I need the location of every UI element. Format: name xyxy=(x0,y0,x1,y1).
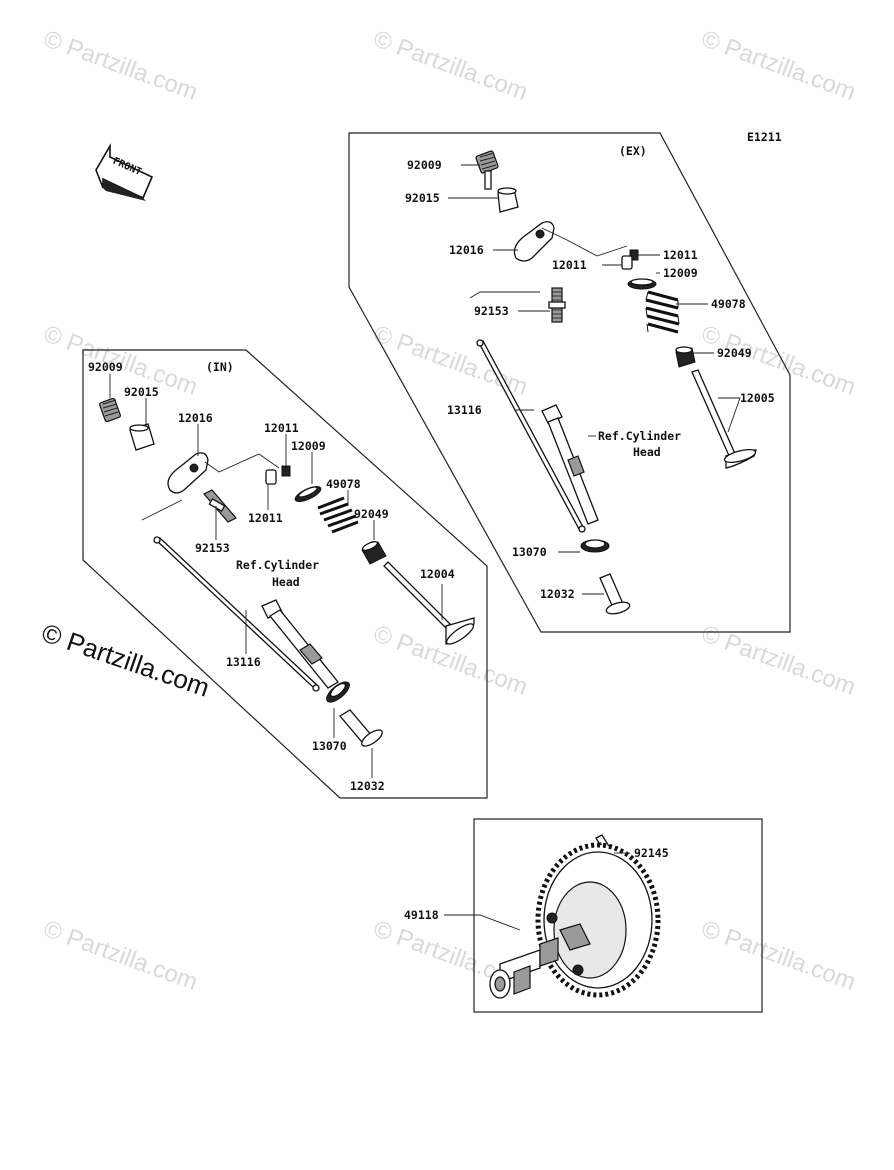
diagram-code: E1211 xyxy=(747,130,782,144)
spring-retainer-icon xyxy=(294,486,322,502)
part-number-label[interactable]: 92009 xyxy=(88,360,123,374)
cylinder-head-bolt-icon xyxy=(261,599,339,689)
cylinder-head-bolt-icon xyxy=(541,404,599,525)
part-number-label[interactable]: 49078 xyxy=(326,477,361,491)
valve-collet-icon xyxy=(621,249,639,270)
push-rod-icon xyxy=(476,339,586,533)
watermark: © Partzilla.com xyxy=(698,320,859,401)
part-number-label[interactable]: 92015 xyxy=(405,191,440,205)
exhaust-valve-icon xyxy=(691,369,757,469)
camshaft-gear-icon xyxy=(489,842,661,999)
part-number-label[interactable]: 92009 xyxy=(407,158,442,172)
part-number-label[interactable]: 92049 xyxy=(354,507,389,521)
intake-valve-icon xyxy=(383,561,475,645)
part-number-label[interactable]: 13070 xyxy=(512,545,547,559)
valve-stem-seal-icon xyxy=(675,346,696,368)
exhaust-frame xyxy=(348,132,791,633)
valve-spring-icon xyxy=(645,290,680,334)
part-number-label[interactable]: 13070 xyxy=(312,739,347,753)
part-number-label[interactable]: 12016 xyxy=(178,411,213,425)
part-number-label[interactable]: 12011 xyxy=(663,248,698,262)
intake-assembly: (IN) xyxy=(82,349,488,799)
watermark: © Partzilla.com xyxy=(698,915,859,996)
watermark: © Partzilla.com xyxy=(40,25,201,106)
part-number-label[interactable]: 12032 xyxy=(540,587,575,601)
part-number-label[interactable]: 92015 xyxy=(124,385,159,399)
tappet-cap-icon xyxy=(580,539,610,553)
intake-frame xyxy=(82,349,488,799)
spring-retainer-icon xyxy=(627,278,657,290)
ref-cylinder-text: Ref.Cylinder xyxy=(236,558,319,572)
part-number-label[interactable]: 92049 xyxy=(717,346,752,360)
part-number-label[interactable]: 12004 xyxy=(420,567,455,581)
part-number-label[interactable]: 13116 xyxy=(447,403,482,417)
watermark: © Partzilla.com xyxy=(370,25,531,106)
part-number-label[interactable]: 49078 xyxy=(711,297,746,311)
watermark: © Partzilla.com xyxy=(40,915,201,996)
valve-spring-icon xyxy=(317,496,359,534)
push-rod-icon xyxy=(153,536,320,692)
watermarks: © Partzilla.com © Partzilla.com © Partzi… xyxy=(40,25,859,996)
part-number-label[interactable]: 92153 xyxy=(474,304,509,318)
part-number-label[interactable]: 49118 xyxy=(404,908,439,922)
part-number-label[interactable]: 12011 xyxy=(264,421,299,435)
part-number-label[interactable]: 92145 xyxy=(634,846,669,860)
ref-cylinder-text: Ref.Cylinder xyxy=(598,429,681,443)
tappet-cap-icon xyxy=(326,681,350,703)
part-number-label[interactable]: 12032 xyxy=(350,779,385,793)
intake-section-label: (IN) xyxy=(206,360,234,374)
copyright-text: © Partzilla.com xyxy=(38,617,213,702)
part-number-label[interactable]: 92153 xyxy=(195,541,230,555)
ref-head-text: Head xyxy=(633,445,661,459)
ref-head-text: Head xyxy=(272,575,300,589)
locknut-icon xyxy=(129,423,155,451)
exhaust-assembly: (EX) xyxy=(348,132,791,633)
valve-stem-seal-icon xyxy=(361,541,387,565)
part-number-label[interactable]: 12009 xyxy=(291,439,326,453)
valve-collet-icon xyxy=(265,465,291,485)
part-number-label[interactable]: 12016 xyxy=(449,243,484,257)
locknut-icon xyxy=(497,187,519,213)
front-arrow-icon: FRONT xyxy=(95,143,154,201)
rocker-arm-icon xyxy=(513,221,555,262)
camshaft-frame xyxy=(473,818,763,1013)
part-number-label[interactable]: 12005 xyxy=(740,391,775,405)
adjuster-screw-icon xyxy=(475,150,499,190)
exhaust-section-label: (EX) xyxy=(619,144,647,158)
camshaft-assembly: 92145 49118 xyxy=(404,818,763,1013)
part-number-label[interactable]: 12009 xyxy=(663,266,698,280)
rocker-stud-icon xyxy=(548,287,566,323)
rocker-stud-icon xyxy=(203,489,237,523)
watermark: © Partzilla.com xyxy=(698,25,859,106)
part-number-label[interactable]: 13116 xyxy=(226,655,261,669)
tappet-icon xyxy=(339,709,383,747)
part-number-label[interactable]: 12011 xyxy=(552,258,587,272)
adjuster-screw-icon xyxy=(99,397,121,423)
rocker-arm-icon xyxy=(167,452,209,494)
tappet-icon xyxy=(599,573,631,615)
part-number-label[interactable]: 12011 xyxy=(248,511,283,525)
